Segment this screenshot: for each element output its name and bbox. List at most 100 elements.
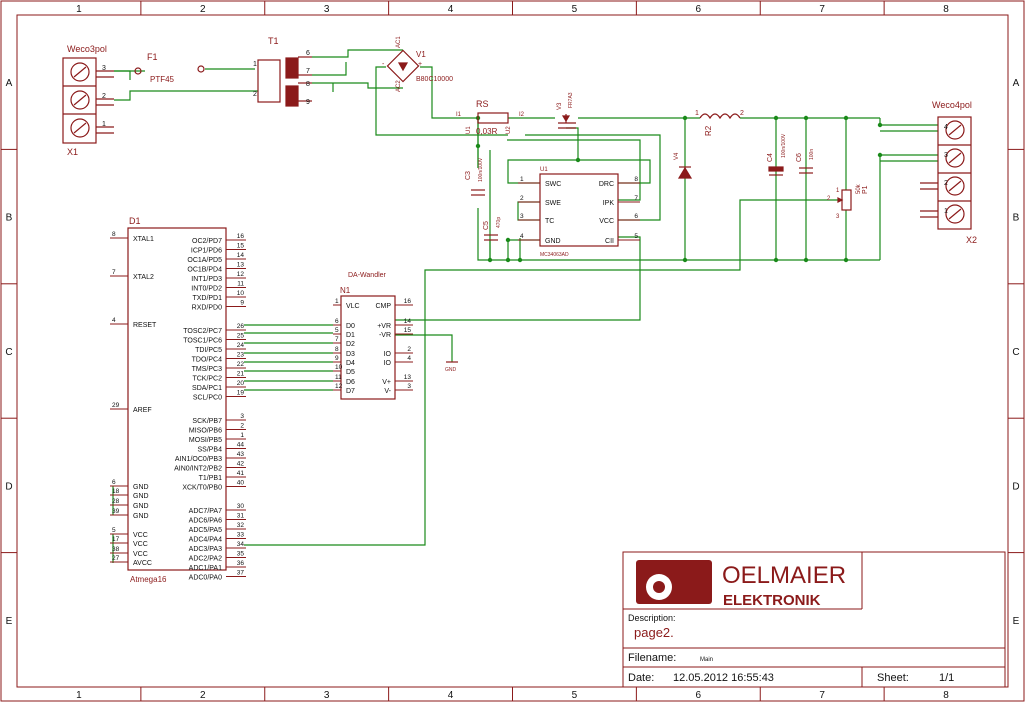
pin-number: 3 xyxy=(240,413,244,420)
pin-name: VCC xyxy=(599,218,614,225)
pin-number: 14 xyxy=(404,318,412,325)
pin-name: SS/PB4 xyxy=(197,447,222,454)
v3-ref: V3 xyxy=(557,102,563,110)
pin-name: RXD/PD0 xyxy=(192,305,222,312)
c5-ref: C5 xyxy=(483,221,490,230)
u1-regulator-body xyxy=(539,173,619,247)
v1-pin-minus: - xyxy=(382,61,385,68)
t1-pin-number: 9 xyxy=(306,99,310,106)
description-value: page2. xyxy=(634,625,674,640)
pin-number: 16 xyxy=(237,233,245,240)
x1-pin-number: 1 xyxy=(102,121,106,128)
pin-number: 33 xyxy=(237,532,245,539)
pin-name: ADC5/PA5 xyxy=(189,527,222,534)
rs-pin-u1: U1 xyxy=(466,126,472,134)
filename-value: Main xyxy=(700,657,713,663)
pin-number: 38 xyxy=(112,546,120,553)
c5-capacitor xyxy=(484,234,498,241)
t1-pin-number: 7 xyxy=(306,68,310,75)
pin-name: GND xyxy=(545,238,561,245)
pin-number: 4 xyxy=(520,233,524,240)
frame-col-label-bottom: 7 xyxy=(819,690,825,701)
pin-name: TCK/PC2 xyxy=(192,376,222,383)
junction-dot xyxy=(843,257,849,263)
p1-potentiometer xyxy=(837,189,852,211)
x1-pin-number: 2 xyxy=(102,93,106,100)
n1-value: DA-Wandler xyxy=(348,272,387,279)
pin-number: 37 xyxy=(237,570,245,577)
pin-name: D0 xyxy=(346,323,355,330)
pin-number: 4 xyxy=(407,355,411,362)
pin-name: TXD/PD1 xyxy=(192,295,222,302)
pin-name: OC2/PD7 xyxy=(192,238,222,245)
c5-value: 470p xyxy=(496,217,502,228)
x2-terminal-block xyxy=(920,116,972,230)
f1-ref: F1 xyxy=(147,52,158,62)
pin-name: D4 xyxy=(346,360,355,367)
pin-number: 1 xyxy=(335,298,339,305)
pin-number: 12 xyxy=(237,271,245,278)
t1-pin-number: 2 xyxy=(253,91,257,98)
x2-pin-number: 4 xyxy=(944,124,948,131)
r2-pin-1: 1 xyxy=(695,110,699,117)
pin-name: CMP xyxy=(375,303,391,310)
f1-value: PTF45 xyxy=(150,75,175,84)
pin-number: 7 xyxy=(112,269,116,276)
v1-pin-ac2: AC2 xyxy=(396,80,402,92)
d1-value: Atmega16 xyxy=(130,575,167,584)
frame-col-label-bottom: 2 xyxy=(200,690,206,701)
junction-dots xyxy=(475,115,883,263)
pin-number: 2 xyxy=(240,423,244,430)
frame-col-label-top: 7 xyxy=(819,4,825,15)
pin-name: ADC0/PA0 xyxy=(189,575,222,582)
frame-row-label-right: A xyxy=(1013,78,1020,89)
pin-name: SDA/PC1 xyxy=(192,385,222,392)
pin-name: AVCC xyxy=(133,560,152,567)
pin-name: ADC2/PA2 xyxy=(189,556,222,563)
p1-pin-3: 3 xyxy=(836,214,840,220)
pin-number: 43 xyxy=(237,451,245,458)
frame-col-label-top: 1 xyxy=(76,4,82,15)
x1-name: Weco3pol xyxy=(67,44,107,54)
pin-number: 13 xyxy=(404,374,412,381)
pin-name: TDO/PC4 xyxy=(192,357,222,364)
pin-number: 3 xyxy=(520,213,524,220)
pin-name: ADC4/PA4 xyxy=(189,537,222,544)
pin-number: 4 xyxy=(112,317,116,324)
c4-capacitor xyxy=(768,166,784,176)
pin-number: 5 xyxy=(335,327,339,334)
v4-ref: V4 xyxy=(674,152,680,160)
pin-name: INT0/PD2 xyxy=(191,286,222,293)
frame-col-label-top: 2 xyxy=(200,4,206,15)
junction-dot xyxy=(803,115,809,121)
frame-col-label-top: 6 xyxy=(696,4,702,15)
r2-ref: R2 xyxy=(704,125,713,136)
pin-number: 2 xyxy=(520,195,524,202)
pin-number: 6 xyxy=(335,318,339,325)
junction-dot xyxy=(505,257,511,263)
pin-number: 34 xyxy=(237,541,245,548)
pin-name: INT1/PD3 xyxy=(191,276,222,283)
pin-name: AIN1/OC0/PB3 xyxy=(175,456,222,463)
frame-row-label-left: B xyxy=(6,213,13,224)
p1-pin-1: 1 xyxy=(836,188,840,194)
net-wires xyxy=(112,49,938,563)
pin-name: +VR xyxy=(377,323,391,330)
company-logo xyxy=(636,560,712,604)
pin-number: 12 xyxy=(335,383,343,390)
c4-ref: C4 xyxy=(767,153,774,162)
pin-name: -VR xyxy=(379,332,391,339)
pin-name: V- xyxy=(384,388,391,395)
junction-dot xyxy=(682,115,688,121)
pin-number: 8 xyxy=(335,346,339,353)
t1-pin-number: 1 xyxy=(253,61,257,68)
pin-name: OC1B/PD4 xyxy=(187,267,222,274)
pin-number: 9 xyxy=(335,355,339,362)
v1-pin-plus: + xyxy=(418,61,422,68)
pin-name: VCC xyxy=(133,541,148,548)
rs-shunt-resistor xyxy=(477,112,509,124)
frame-row-label-right: D xyxy=(1012,481,1019,492)
t1-ref: T1 xyxy=(268,36,279,46)
